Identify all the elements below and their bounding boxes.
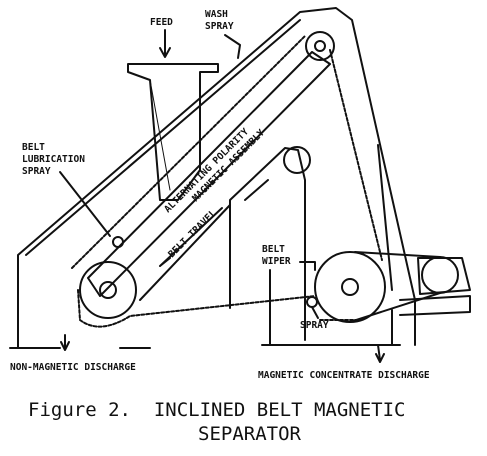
concentrate-hopper xyxy=(269,269,393,346)
magnetic-concentrate-discharge-label: MAGNETIC CONCENTRATE DISCHARGE xyxy=(258,370,430,381)
spray-label: SPRAY xyxy=(300,320,329,331)
frame-right-inner xyxy=(377,144,393,291)
lubrication-label-line3: SPRAY xyxy=(22,166,51,177)
belt-upper-run xyxy=(71,35,306,269)
lubrication-leader xyxy=(59,171,111,237)
head-pulley xyxy=(305,31,335,61)
tail-pulley-hub xyxy=(99,281,117,299)
spray-nozzle xyxy=(306,296,318,308)
separator-diagram: FEED WASH SPRAY BELT LUBRICATION SPRAY A… xyxy=(9,7,471,381)
lubrication-label-line1: BELT xyxy=(22,142,45,153)
wash-spray-label-line1: WASH xyxy=(205,9,228,20)
head-pulley-hub xyxy=(314,40,326,52)
hopper-funnel xyxy=(149,79,171,191)
belt-wiper xyxy=(299,261,316,271)
idler-pulley xyxy=(283,146,311,174)
caption-line1: Figure 2. INCLINED BELT MAGNETIC xyxy=(28,399,406,421)
drive-pulley-hub xyxy=(341,278,359,296)
motor-pulley xyxy=(421,256,459,294)
lower-frame xyxy=(139,204,231,301)
alternating-polarity-label: ALTERNATING POLARITY xyxy=(162,126,251,215)
wash-spray-label-line2: SPRAY xyxy=(205,21,234,32)
tail-pulley xyxy=(79,261,137,319)
non-magnetic-discharge-label: NON-MAGNETIC DISCHARGE xyxy=(10,362,136,373)
feed-label: FEED xyxy=(150,17,173,28)
feed-arrow xyxy=(159,29,171,58)
motor-housing xyxy=(417,257,471,295)
caption-line2: SEPARATOR xyxy=(198,423,301,445)
lubrication-nozzle xyxy=(112,236,124,248)
spray-leader xyxy=(311,306,319,319)
magnetic-assembly-box xyxy=(87,51,331,297)
wash-spray-leader xyxy=(224,34,241,59)
belt-return-run xyxy=(77,49,383,328)
feed-hopper xyxy=(127,63,219,201)
lubrication-label-line2: LUBRICATION xyxy=(22,154,85,165)
magnetic-arrow xyxy=(375,344,385,363)
belt-travel-arrow xyxy=(159,207,223,267)
belt-wiper-label-line2: WIPER xyxy=(262,256,291,267)
belt-travel-label: BELT TRAVEL xyxy=(166,208,218,260)
motor-base xyxy=(399,295,471,316)
belt-wiper-label-line1: BELT xyxy=(262,244,285,255)
non-magnetic-arrow xyxy=(60,334,70,351)
frame-inner xyxy=(25,19,301,256)
drive-pulley xyxy=(314,251,386,323)
